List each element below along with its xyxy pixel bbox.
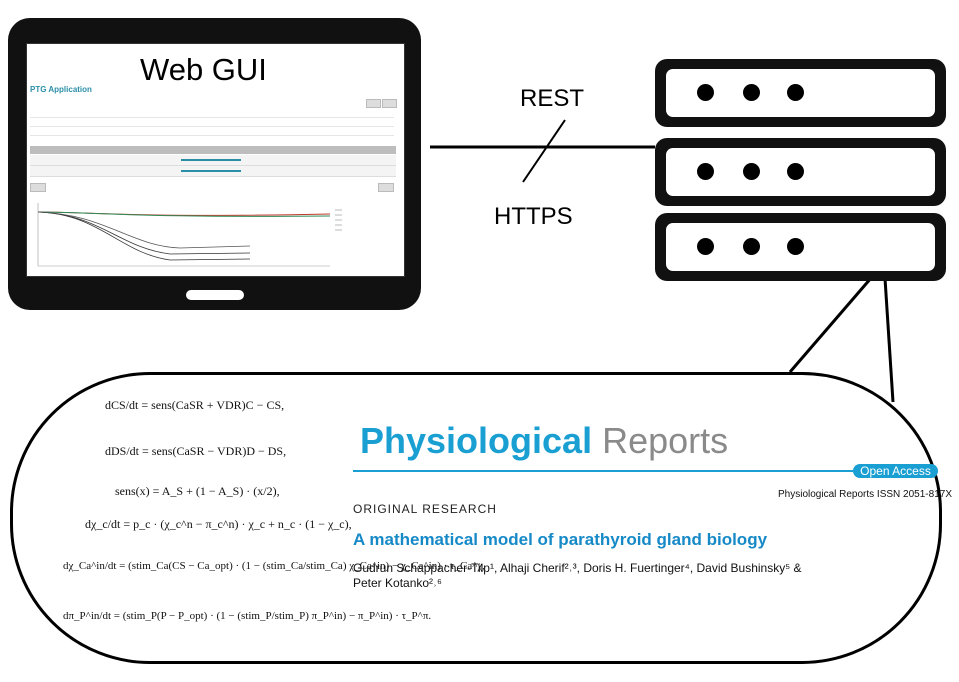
server-led bbox=[697, 84, 714, 101]
article-authors-line2: Peter Kotanko²˒⁶ bbox=[353, 576, 442, 590]
web-gui-label: Web GUI bbox=[140, 52, 267, 87]
mini-button-2[interactable] bbox=[382, 99, 397, 108]
server-led bbox=[787, 84, 804, 101]
app-title: PTG Application bbox=[30, 85, 92, 94]
server-led bbox=[787, 238, 804, 255]
server-unit-3 bbox=[655, 213, 946, 281]
journal-name: Physiological Reports bbox=[360, 420, 728, 462]
article-section: ORIGINAL RESEARCH bbox=[353, 502, 497, 516]
equation-3: sens(x) = A_S + (1 − A_S) · (x/2), bbox=[115, 484, 280, 498]
tablet-home-button[interactable] bbox=[186, 290, 244, 300]
web-gui-content: PTG Application bbox=[26, 43, 403, 275]
https-label: HTTPS bbox=[494, 203, 573, 230]
gui-button-left[interactable] bbox=[30, 183, 46, 192]
gui-row-3 bbox=[30, 129, 394, 136]
journal-name-light: Reports bbox=[602, 420, 729, 461]
journal-rule bbox=[353, 470, 853, 472]
gui-row-1 bbox=[30, 111, 394, 118]
equation-6: dπ_P^in/dt = (stim_P(P − P_opt) · (1 − (… bbox=[63, 610, 432, 622]
table-header bbox=[30, 146, 396, 154]
server-unit-1 bbox=[655, 59, 946, 127]
gui-button-right[interactable] bbox=[378, 183, 394, 192]
article-title: A mathematical model of parathyroid glan… bbox=[353, 530, 768, 549]
equation-2: dDS/dt = sens(CaSR − VDR)D − DS, bbox=[105, 444, 287, 458]
slider[interactable] bbox=[181, 159, 241, 161]
server-unit-2 bbox=[655, 138, 946, 206]
gui-plot bbox=[37, 203, 342, 267]
equation-4: dχ_c/dt = p_c · (χ_c^n − π_c^n) · χ_c + … bbox=[85, 517, 352, 531]
article-authors-line1: Gudrun Schappacher-Tilp¹, Alhaji Cherif²… bbox=[353, 561, 802, 575]
paper-callout bbox=[10, 372, 942, 664]
callout-line-left bbox=[788, 262, 886, 373]
equation-1: dCS/dt = sens(CaSR + VDR)C − CS, bbox=[105, 398, 285, 412]
server-led bbox=[743, 238, 760, 255]
journal-name-bold: Physiological bbox=[360, 420, 593, 461]
rest-label: REST bbox=[520, 85, 585, 112]
server-led bbox=[743, 84, 760, 101]
equation-5: dχ_Ca^in/dt = (stim_Ca(CS − Ca_opt) · (1… bbox=[63, 560, 485, 572]
server-led bbox=[697, 163, 714, 180]
server-led bbox=[787, 163, 804, 180]
journal-issn: Physiological Reports ISSN 2051-817X bbox=[778, 489, 952, 500]
connection-slash bbox=[522, 119, 566, 183]
mini-button-1[interactable] bbox=[366, 99, 381, 108]
slider[interactable] bbox=[181, 170, 241, 172]
server-led bbox=[743, 163, 760, 180]
open-access-badge: Open Access bbox=[853, 464, 938, 478]
gui-row-2 bbox=[30, 120, 394, 127]
callout-line-right bbox=[882, 262, 895, 403]
server-led bbox=[697, 238, 714, 255]
